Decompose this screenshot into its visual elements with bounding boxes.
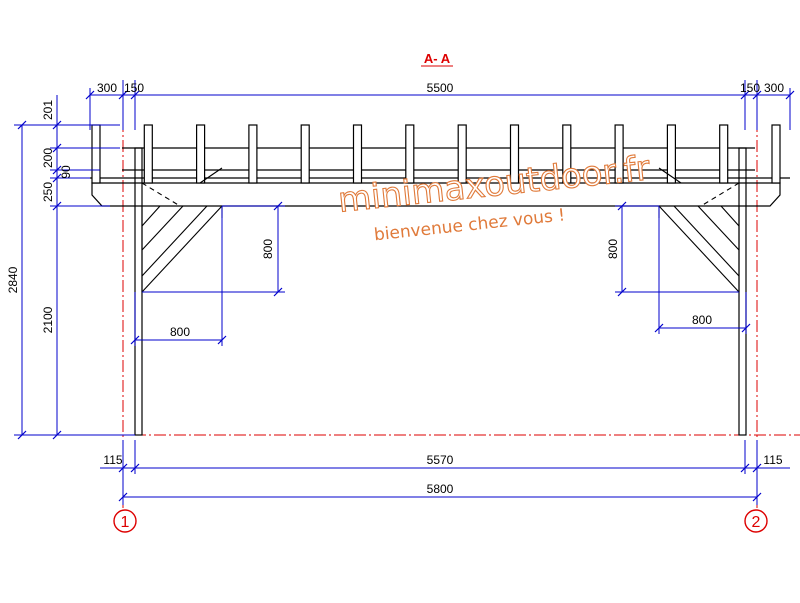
purlin-block [562,124,572,184]
purlin-block [457,124,467,184]
dim-left-90: 90 [59,165,73,179]
axis-label-right: 2 [752,514,761,531]
dim-left-200: 200 [41,148,55,168]
section-title: A- A [424,51,451,66]
dim-bottom-right-115: 115 [763,453,782,467]
purlin-block [666,124,677,184]
dim-top-span: 5500 [427,81,454,95]
dim-bottom-left-115: 115 [103,453,122,467]
right-brace [658,167,740,293]
dimension-ticks [17,90,795,502]
purlin-block [248,124,258,184]
watermark-site: minimaxoutdoor.fr [336,148,652,221]
purlin-block [143,124,153,184]
dim-top-left-150: 150 [124,81,144,95]
purlin-block [771,124,781,184]
left-brace [141,167,223,293]
dimension-lines [14,80,791,505]
dim-left-250: 250 [41,182,55,202]
dim-brace-left-horizontal: 800 [170,325,190,339]
purlin-block [405,124,415,184]
purlin-block [719,124,729,184]
dim-top-right-150: 150 [740,81,760,95]
dim-bottom-span: 5570 [427,453,454,467]
axis-marker-left: 1 [113,509,137,533]
dim-brace-right-horizontal: 800 [692,313,712,327]
axis-label-left: 1 [121,514,130,531]
axis-marker-right: 2 [744,509,768,533]
right-post [738,147,747,436]
dim-bottom-total: 5800 [427,482,454,496]
dim-brace-left-vertical: 800 [261,239,275,259]
purlin-block [196,124,206,184]
purlin-block [300,124,310,184]
watermark: minimaxoutdoor.fr bienvenue chez vous ! [336,148,653,246]
dim-left-2840: 2840 [6,266,20,293]
purlin-block [509,124,520,184]
dim-top-left-300: 300 [97,81,117,95]
purlins [91,124,781,184]
dim-left-201: 201 [41,100,55,120]
dim-top-right-300: 300 [764,81,784,95]
dim-left-2100: 2100 [41,306,55,333]
purlin-block [352,124,363,184]
left-post [134,147,143,436]
purlin-block [91,124,101,184]
dim-brace-right-vertical: 800 [606,239,620,259]
purlin-block [614,124,624,184]
